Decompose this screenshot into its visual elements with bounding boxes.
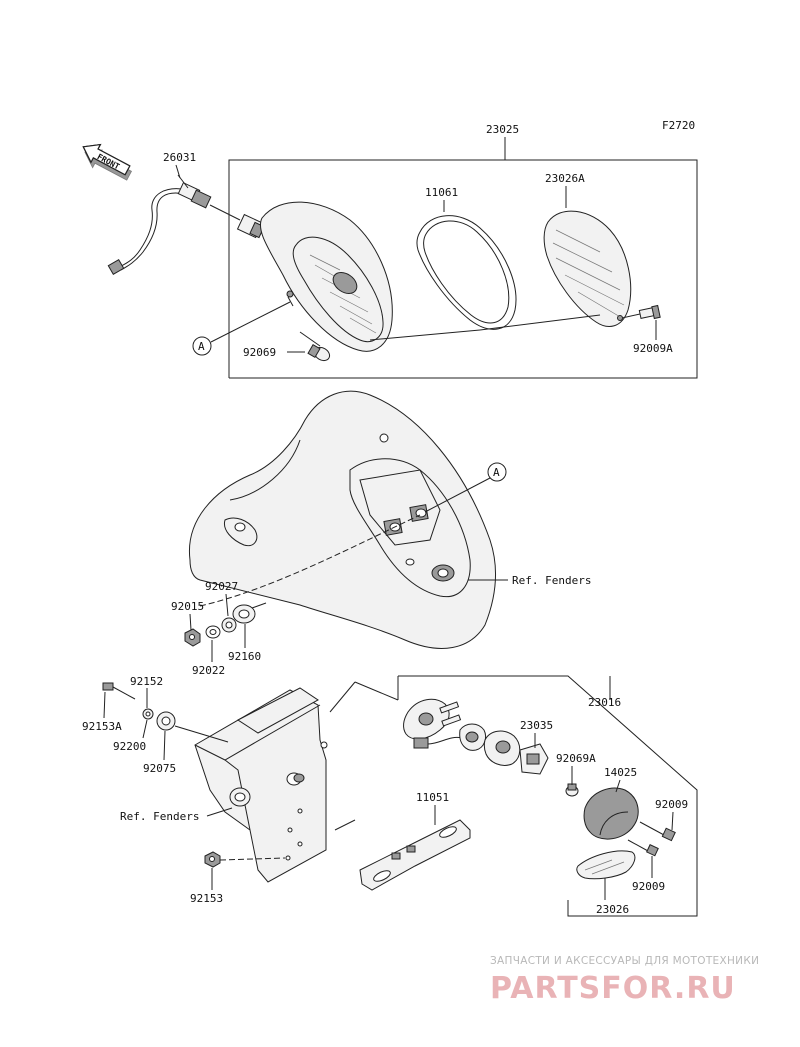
svg-text:A: A — [493, 466, 500, 479]
callout-a-upper: A — [192, 301, 291, 356]
bulb-92069 — [299, 331, 331, 362]
watermark-subtitle: ЗАПЧАСТИ И АКСЕССУАРЫ ДЛЯ МОТОТЕХНИКИ — [490, 955, 759, 967]
svg-text:A: A — [198, 340, 205, 353]
part-label-92153: 92153 — [190, 892, 223, 905]
part-label-92075: 92075 — [143, 762, 176, 775]
part-label-23026: 23026 — [596, 903, 629, 916]
part-label-92069A: 92069A — [556, 752, 596, 765]
part-label-92069: 92069 — [243, 346, 276, 359]
lamp-socket-base — [403, 698, 463, 749]
part-label-23016: 23016 — [588, 696, 621, 709]
part-label-23025: 23025 — [486, 123, 519, 136]
lamp-cover-14025 — [583, 787, 639, 840]
tail-light-assembly-box — [228, 137, 698, 379]
part-label-92200: 92200 — [113, 740, 146, 753]
socket-23035 — [483, 730, 549, 775]
callout-a-lower: A — [424, 462, 507, 513]
mount-hardware-group — [184, 602, 267, 647]
part-label-11061: 11061 — [425, 186, 458, 199]
lamp-socket-wire — [459, 723, 487, 751]
wiring-harness-26031 — [107, 174, 265, 276]
screw-92009A — [621, 304, 661, 320]
part-label-23026A: 23026A — [545, 172, 585, 185]
tail-light-housing — [260, 201, 393, 352]
part-label-23035: 23035 — [520, 719, 553, 732]
plate-bracket-11051 — [359, 819, 471, 891]
figure-code: F2720 — [662, 119, 695, 132]
watermark-brand: PARTSFOR.RU — [490, 971, 736, 1006]
ref-fenders-lower: Ref. Fenders — [120, 810, 199, 823]
license-lamp-assembly-box — [329, 675, 698, 917]
part-label-92153A: 92153A — [82, 720, 122, 733]
part-label-92015: 92015 — [171, 600, 204, 613]
part-label-92022: 92022 — [192, 664, 225, 677]
part-label-92009-top: 92009 — [655, 798, 688, 811]
part-label-92009A: 92009A — [633, 342, 673, 355]
part-label-26031: 26031 — [163, 151, 196, 164]
screw-92009-lower — [627, 839, 659, 857]
part-label-92009-bottom: 92009 — [632, 880, 665, 893]
ref-fenders-upper: Ref. Fenders — [512, 574, 591, 587]
part-label-92027: 92027 — [205, 580, 238, 593]
part-label-11051: 11051 — [416, 791, 449, 804]
bulb-92069A — [565, 783, 579, 797]
front-arrow-icon: FRONT — [82, 143, 132, 181]
part-label-92160: 92160 — [228, 650, 261, 663]
lens-gasket-11061 — [416, 215, 517, 330]
bracket-bolt-group — [102, 682, 229, 743]
nut-92153 — [204, 851, 286, 868]
lamp-lens-23026 — [576, 850, 636, 880]
part-label-92152: 92152 — [130, 675, 163, 688]
rear-fender — [188, 390, 496, 649]
watermark-logo: ЗАПЧАСТИ И АКСЕССУАРЫ ДЛЯ МОТОТЕХНИКИ PA… — [490, 955, 759, 1006]
screw-92009-upper — [639, 821, 676, 842]
license-bracket — [194, 687, 328, 883]
tail-lens-23026A — [543, 210, 632, 327]
part-label-14025: 14025 — [604, 766, 637, 779]
